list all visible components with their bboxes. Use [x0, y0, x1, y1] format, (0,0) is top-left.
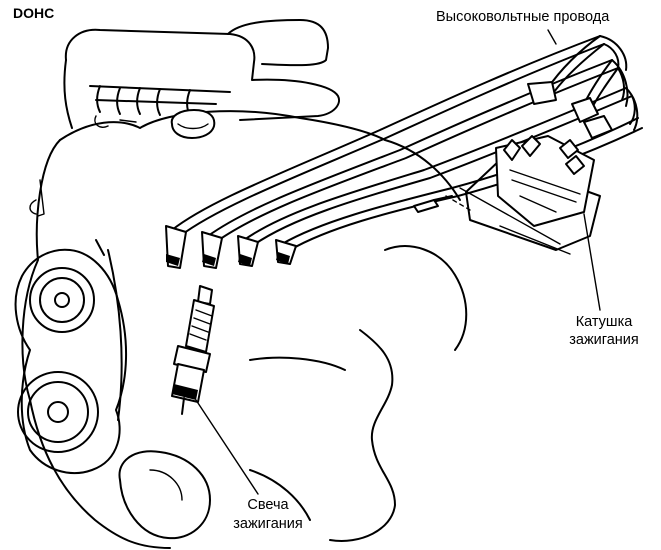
- engine-block: [21, 19, 468, 549]
- spark-plug: [171, 285, 215, 415]
- coil-label-line1: Катушка: [575, 314, 633, 330]
- oil-filter: [118, 450, 211, 540]
- timing-pulleys: [14, 239, 128, 475]
- plug-label-line1: Свеча: [247, 497, 289, 513]
- coil-label-line2: зажигания: [569, 332, 639, 348]
- high-voltage-wires: [165, 35, 643, 269]
- ignition-coil: [413, 135, 601, 255]
- callout-leaders: [195, 29, 601, 495]
- plug-label-line2: зажигания: [233, 516, 303, 532]
- diagram-title: DOHC: [13, 5, 55, 21]
- wires-label: Высоковольтные провода: [436, 9, 610, 25]
